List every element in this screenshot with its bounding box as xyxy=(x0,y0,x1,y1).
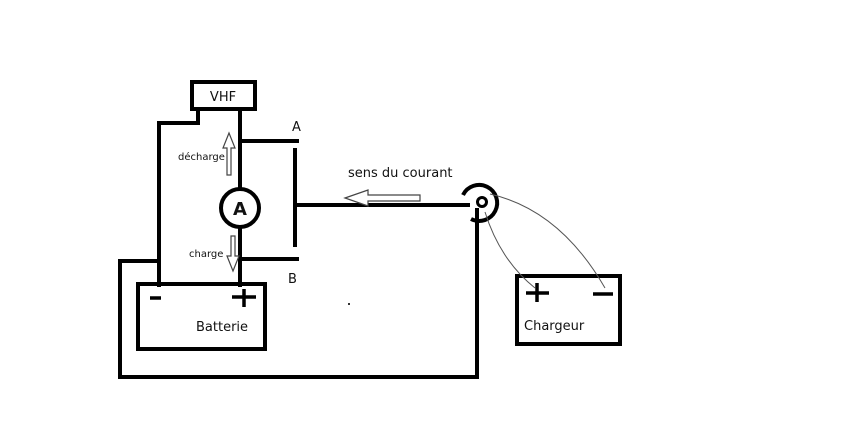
connector-center xyxy=(476,196,488,208)
charger-box xyxy=(515,274,622,346)
wire-outer-loop xyxy=(118,208,479,379)
charger-terminals xyxy=(526,283,613,302)
charge-arrow-down xyxy=(226,235,240,273)
connector-ring xyxy=(461,182,500,223)
battery-label: Batterie xyxy=(196,320,248,335)
decharge-arrow-up xyxy=(222,131,236,176)
battery-terminals xyxy=(150,289,256,307)
vhf-box xyxy=(190,80,257,111)
main-wires xyxy=(118,80,622,379)
vhf-label: VHF xyxy=(210,90,236,105)
current-arrow xyxy=(343,189,421,207)
decharge-label: décharge xyxy=(178,151,225,163)
ammeter-label: A xyxy=(233,199,247,220)
charge-label: charge xyxy=(189,249,223,260)
battery-box xyxy=(136,282,267,351)
thin-wire-minus xyxy=(489,193,606,289)
thin-wire-plus xyxy=(484,211,536,289)
stray-dot xyxy=(348,303,350,305)
current-direction-label: sens du courant xyxy=(348,166,453,181)
point-a-label: A xyxy=(292,120,301,135)
ammeter-circle xyxy=(219,187,261,229)
wire-battery-minus-to-vhf xyxy=(157,107,200,287)
charger-label: Chargeur xyxy=(524,319,585,334)
point-b-label: B xyxy=(288,272,297,287)
charger-wires xyxy=(484,193,606,289)
